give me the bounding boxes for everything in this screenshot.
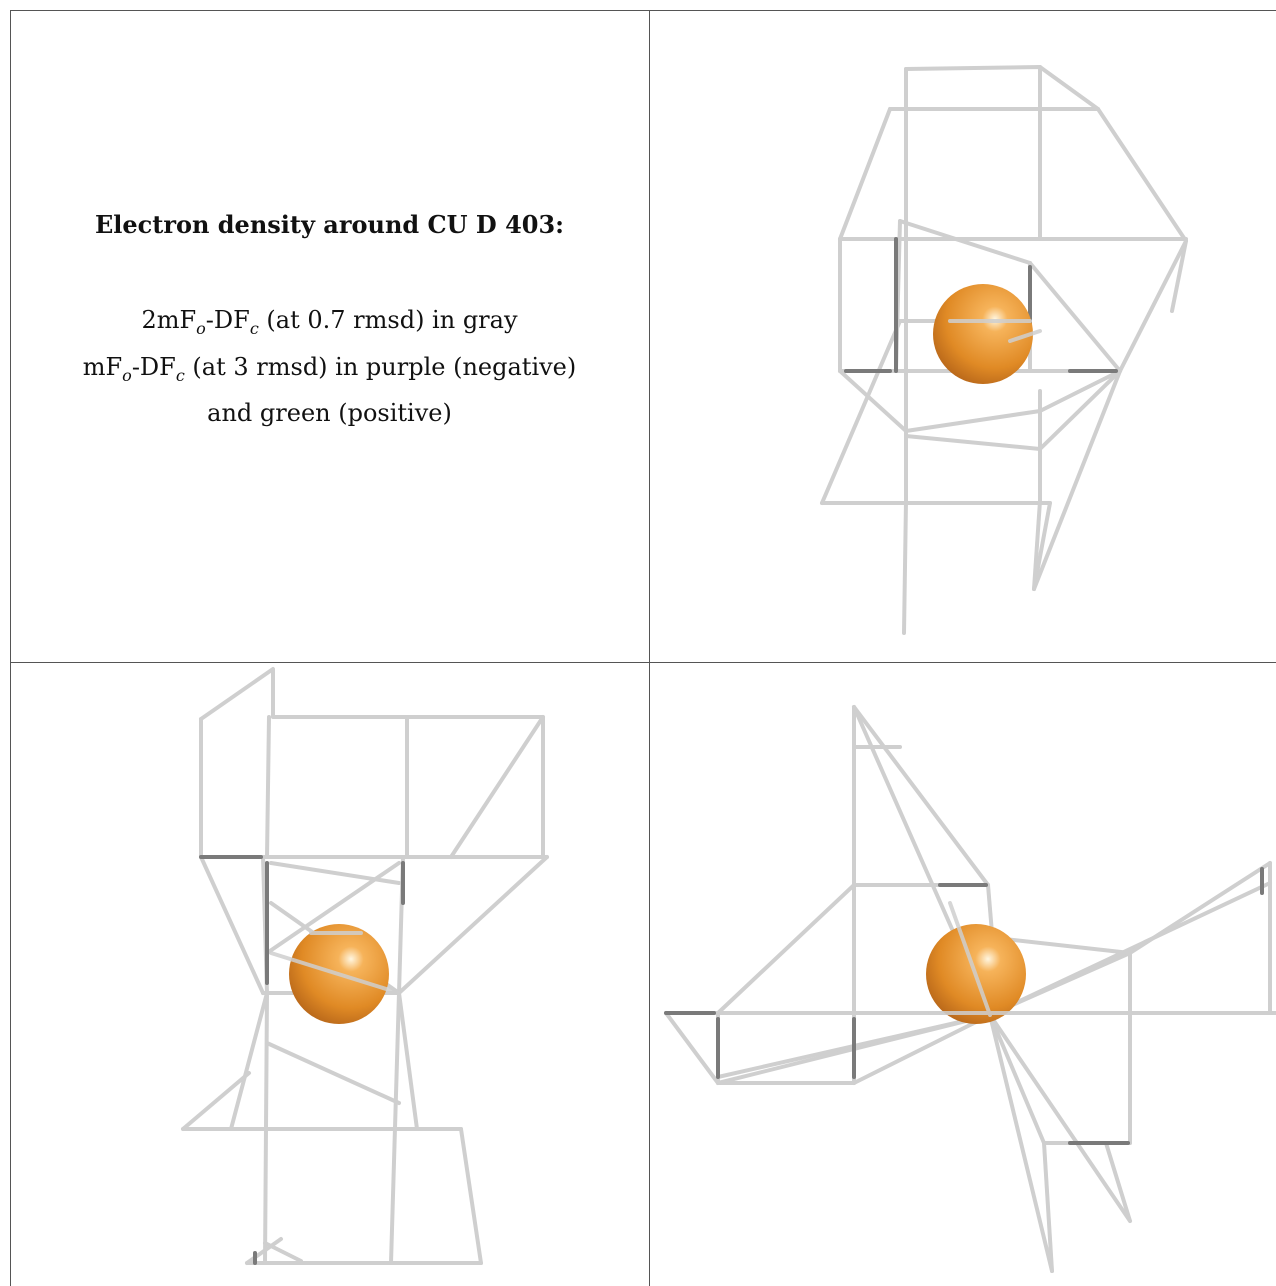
density-view-3 bbox=[664, 705, 1276, 1273]
mesh-front bbox=[269, 931, 401, 995]
mesh-dark-edges bbox=[664, 867, 1264, 1145]
density-view-2 bbox=[181, 667, 549, 1265]
caption-title: Electron density around CU D 403: bbox=[94, 209, 565, 239]
caption-line-mfo: mFo-DFc (at 3 rmsd) in purple (negative) bbox=[82, 352, 577, 385]
mesh-front bbox=[948, 319, 1042, 343]
table-border-middle-horizontal bbox=[10, 662, 1276, 663]
mesh-dark-edges bbox=[199, 855, 405, 1265]
caption-line-2mfo: 2mFo-DFc (at 0.7 rmsd) in gray bbox=[141, 305, 518, 338]
density-view-1 bbox=[820, 65, 1188, 635]
mesh-front bbox=[928, 901, 1028, 1017]
table-border-middle-vertical bbox=[649, 10, 650, 1286]
caption-line-green: and green (positive) bbox=[207, 399, 452, 428]
table-border-top bbox=[10, 10, 1276, 11]
cu-atom-sphere bbox=[933, 284, 1033, 384]
mesh-2mfo-dfc bbox=[181, 667, 549, 1265]
table-border-left bbox=[10, 10, 11, 1286]
caption-cell: Electron density around CU D 403: 2mFo-D… bbox=[10, 10, 649, 662]
